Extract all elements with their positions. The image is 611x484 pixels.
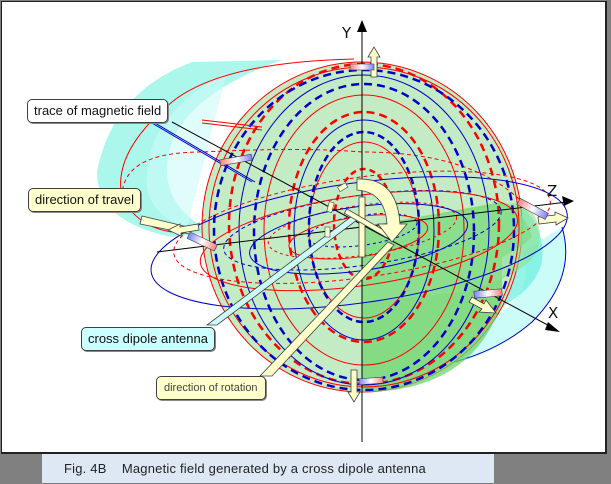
outer-trace-red	[120, 58, 355, 233]
figure-canvas: Y Z X trace of magnetic field direction …	[1, 1, 607, 454]
z-axis-label: Z	[547, 182, 558, 200]
callout-cross-dipole-antenna: cross dipole antenna	[81, 327, 215, 351]
magnetic-field-diagram	[97, 20, 574, 442]
callout-direction-of-rotation: direction of rotation	[156, 376, 266, 400]
left-travel-arrow	[167, 223, 200, 237]
callout-direction-of-travel: direction of travel	[28, 188, 141, 212]
down-arrow	[347, 369, 361, 403]
y-axis-label: Y	[342, 24, 352, 42]
dipole-vertical	[358, 196, 366, 258]
figure-caption: Fig. 4B Magnetic field generated by a cr…	[42, 454, 494, 483]
right-travel-arrow	[537, 211, 569, 226]
callout-trace-of-magnetic-field: trace of magnetic field	[27, 99, 169, 123]
rotation-arrow	[356, 178, 408, 243]
lower-right-arrow	[468, 296, 497, 314]
x-axis-label: X	[548, 304, 559, 322]
